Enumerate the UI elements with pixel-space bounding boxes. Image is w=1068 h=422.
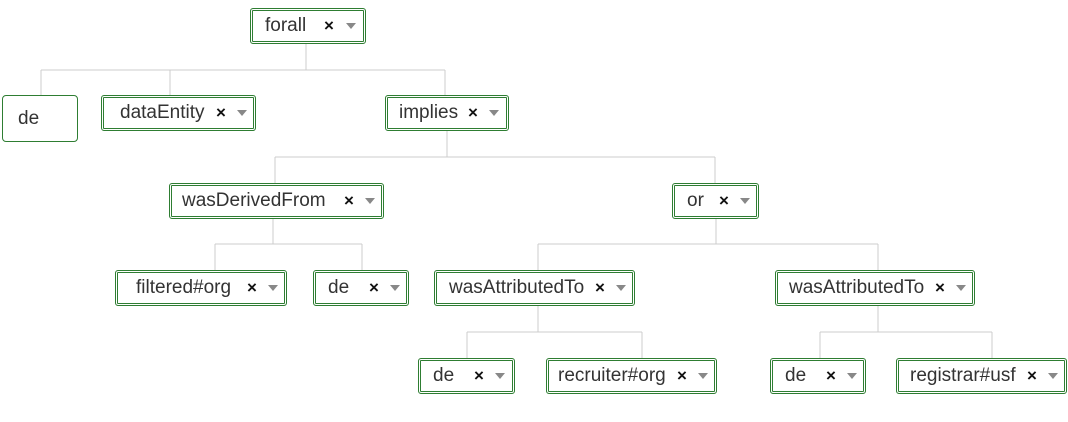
- registrar-usf-select[interactable]: registrar#usf ×: [896, 358, 1067, 394]
- caret-down-icon[interactable]: [740, 198, 750, 204]
- clear-icon[interactable]: ×: [216, 103, 226, 123]
- clear-icon[interactable]: ×: [935, 278, 945, 298]
- clear-icon[interactable]: ×: [324, 16, 334, 36]
- clear-icon[interactable]: ×: [468, 103, 478, 123]
- clear-icon[interactable]: ×: [247, 278, 257, 298]
- node-label: registrar#usf: [910, 365, 1016, 386]
- caret-down-icon[interactable]: [495, 373, 505, 379]
- caret-down-icon[interactable]: [1048, 373, 1058, 379]
- variable-input[interactable]: de: [2, 95, 78, 142]
- node-label: de: [328, 277, 350, 298]
- clear-icon[interactable]: ×: [1027, 366, 1037, 386]
- node-label: wasAttributedTo: [449, 277, 585, 298]
- caret-down-icon[interactable]: [489, 110, 499, 116]
- node-label: wasAttributedTo: [789, 277, 925, 298]
- node-label: wasDerivedFrom: [182, 190, 326, 211]
- node-label: de: [785, 365, 807, 386]
- caret-down-icon[interactable]: [616, 285, 626, 291]
- caret-down-icon[interactable]: [956, 285, 966, 291]
- wasAttributedTo-select-2[interactable]: wasAttributedTo ×: [775, 270, 975, 306]
- node-label: de: [18, 107, 40, 129]
- recruiter-org-select[interactable]: recruiter#org ×: [546, 358, 717, 394]
- implies-select[interactable]: implies ×: [385, 95, 509, 131]
- clear-icon[interactable]: ×: [369, 278, 379, 298]
- caret-down-icon[interactable]: [365, 198, 375, 204]
- dataEntity-select[interactable]: dataEntity ×: [101, 95, 256, 131]
- clear-icon[interactable]: ×: [344, 191, 354, 211]
- clear-icon[interactable]: ×: [677, 366, 687, 386]
- caret-down-icon[interactable]: [237, 110, 247, 116]
- wasAttributedTo-select-1[interactable]: wasAttributedTo ×: [434, 270, 635, 306]
- node-label: de: [433, 365, 455, 386]
- caret-down-icon[interactable]: [390, 285, 400, 291]
- de-select[interactable]: de ×: [313, 270, 409, 306]
- node-label: dataEntity: [120, 102, 205, 123]
- clear-icon[interactable]: ×: [474, 366, 484, 386]
- wasDerivedFrom-select[interactable]: wasDerivedFrom ×: [169, 183, 384, 219]
- de-select[interactable]: de ×: [770, 358, 866, 394]
- clear-icon[interactable]: ×: [826, 366, 836, 386]
- node-label: implies: [399, 102, 459, 123]
- node-label: forall: [265, 15, 307, 36]
- filtered-org-select[interactable]: filtered#org ×: [115, 270, 287, 306]
- caret-down-icon[interactable]: [847, 373, 857, 379]
- caret-down-icon[interactable]: [346, 23, 356, 29]
- node-label: filtered#org: [136, 277, 232, 298]
- node-label: recruiter#org: [558, 365, 666, 386]
- caret-down-icon[interactable]: [698, 373, 708, 379]
- forall-select[interactable]: forall ×: [250, 8, 366, 44]
- de-select[interactable]: de ×: [418, 358, 515, 394]
- caret-down-icon[interactable]: [268, 285, 278, 291]
- or-select[interactable]: or ×: [672, 183, 759, 219]
- node-label: or: [687, 190, 704, 211]
- clear-icon[interactable]: ×: [595, 278, 605, 298]
- clear-icon[interactable]: ×: [719, 191, 729, 211]
